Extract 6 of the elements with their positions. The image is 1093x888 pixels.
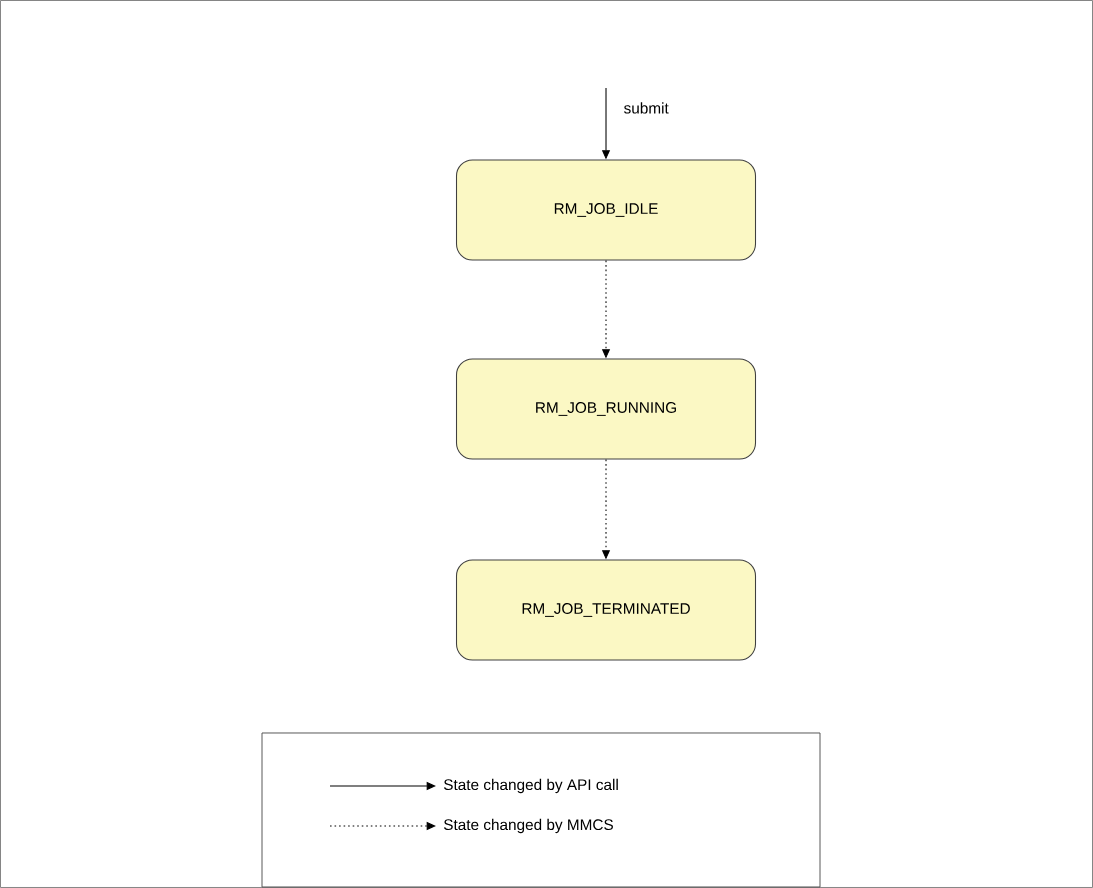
edge-label: submit [624,102,669,114]
legend-text: State changed by API call [443,778,618,794]
legend-text: State changed by MMCS [443,818,613,834]
state-box: RM_JOB_RUNNING [455,358,757,460]
state-box: RM_JOB_TERMINATED [455,559,757,661]
state-box: RM_JOB_IDLE [455,159,757,261]
